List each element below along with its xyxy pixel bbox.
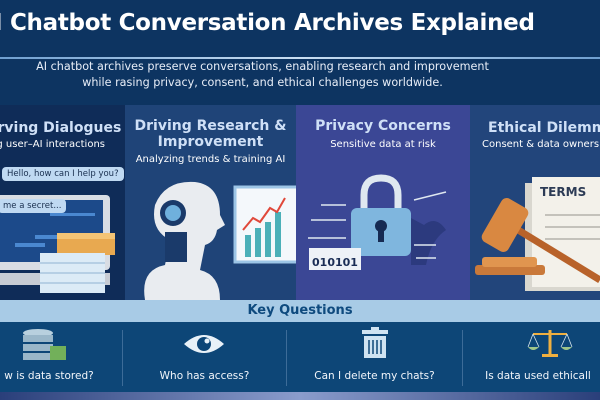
key-questions-heading: Key Questions (0, 300, 600, 322)
question-label: Can I delete my chats? (314, 370, 435, 382)
gavel-terms-illustration (475, 177, 600, 291)
subtitle-line-1: AI chatbot archives preserve conversatio… (36, 60, 489, 73)
binary-data-label: 010101 (312, 256, 358, 269)
robot-chart-illustration (144, 181, 296, 300)
key-questions-row: w is data stored? Who has access? Can I … (0, 322, 600, 392)
chat-bubble-secret: me a secret... (0, 199, 67, 213)
panel-driving-research: Driving Research & Improvement Analyzing… (125, 105, 296, 300)
divider (286, 330, 287, 386)
panel-subtitle: Analyzing trends & training AI (135, 154, 286, 165)
question-label: Who has access? (159, 370, 250, 382)
question-access: Who has access? (123, 322, 286, 392)
question-label: Is data used ethicall (485, 370, 591, 382)
trash-icon (362, 327, 388, 358)
question-ethics: Is data used ethicall (463, 322, 600, 392)
question-data-storage: w is data stored? (0, 322, 122, 392)
scales-icon (527, 330, 573, 357)
divider (122, 330, 123, 386)
panel-title: Ethical Dilemma (488, 120, 600, 136)
question-delete: Can I delete my chats? (287, 322, 462, 392)
question-label: w is data stored? (4, 370, 94, 382)
database-icon (23, 329, 66, 360)
page-title: I Chatbot Conversation Archives Explaine… (0, 10, 535, 36)
panel-subtitle: Sensitive data at risk (330, 139, 436, 150)
panel-subtitle: Consent & data owners (482, 139, 600, 150)
panel-ethical-dilemma: Ethical Dilemma Consent & data owners TE… (470, 105, 600, 300)
bottom-band (0, 392, 600, 400)
terms-document-label: TERMS (540, 185, 587, 199)
panel-subtitle: g user–AI interactions (0, 139, 105, 150)
divider (462, 330, 463, 386)
title-divider (0, 57, 600, 59)
panel-title: Privacy Concerns (315, 118, 451, 134)
padlock-illustration (308, 174, 447, 270)
computer-archive-illustration (0, 195, 115, 293)
panel-privacy-concerns: Privacy Concerns Sensitive data at risk … (296, 105, 470, 300)
panel-title-line-2: Improvement (157, 134, 264, 150)
panel-title: erving Dialogues (0, 120, 122, 136)
panel-preserving-dialogues: erving Dialogues g user–AI interactions … (0, 105, 125, 300)
panel-title-line-1: Driving Research & (134, 118, 287, 134)
eye-icon (184, 335, 224, 353)
subtitle-line-2: while rasing privacy, consent, and ethic… (82, 76, 443, 89)
chat-bubble-greeting: Hello, how can I help you? (2, 167, 124, 181)
